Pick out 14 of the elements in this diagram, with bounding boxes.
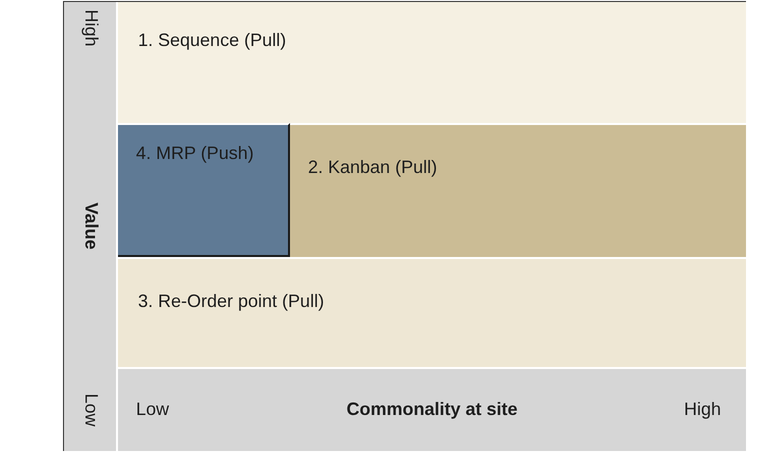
cell-label: 4. MRP (Push) bbox=[136, 142, 254, 165]
matrix-cell bbox=[290, 123, 746, 257]
axis-label: High bbox=[80, 9, 102, 47]
matrix-cell bbox=[118, 123, 290, 257]
axis-title: Commonality at site bbox=[346, 399, 518, 420]
matrix-cell bbox=[118, 257, 746, 367]
matrix-cell bbox=[118, 2, 746, 123]
axis-title: Value bbox=[80, 202, 102, 250]
axis-label: Low bbox=[136, 399, 170, 420]
axis-label: High bbox=[684, 399, 721, 420]
axis-label: Low bbox=[80, 393, 102, 427]
cell-label: 2. Kanban (Pull) bbox=[308, 156, 438, 179]
cell-label: 3. Re-Order point (Pull) bbox=[138, 290, 324, 313]
cell-label: 1. Sequence (Pull) bbox=[138, 29, 286, 52]
